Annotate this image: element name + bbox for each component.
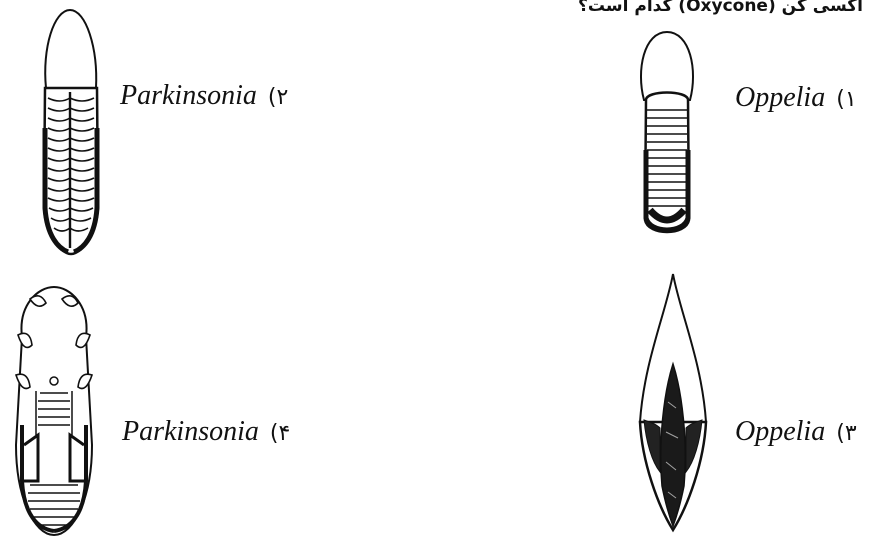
option-4-name: Parkinsonia [122,416,259,447]
question-term: (Oxycone) [678,0,775,16]
ammonite-ventral-view-icon [636,30,698,242]
option-4[interactable]: Parkinsonia (۴ [122,416,290,450]
option-3-name: Oppelia [735,416,825,447]
option-3[interactable]: Oppelia (٣ [735,416,857,450]
option-1-name: Oppelia [735,82,825,113]
option-3-number: (٣ [836,421,856,446]
question-suffix: کدام است؟ [578,0,672,16]
ammonite-oxycone-icon [636,272,710,534]
option-4-number: (۴ [270,421,290,446]
option-2-name: Parkinsonia [120,80,257,111]
ammonite-cross-section-icon [8,285,100,537]
option-2[interactable]: Parkinsonia (٢ [120,80,288,114]
ammonite-ventral-ribbed-icon [40,8,102,258]
question-text: آکسی کن (Oxycone) کدام است؟ [578,0,863,18]
option-2-number: (٢ [268,85,288,110]
option-1[interactable]: Oppelia (١ [735,82,857,116]
option-1-number: (١ [836,87,856,112]
question-prefix: آکسی کن [782,0,863,16]
